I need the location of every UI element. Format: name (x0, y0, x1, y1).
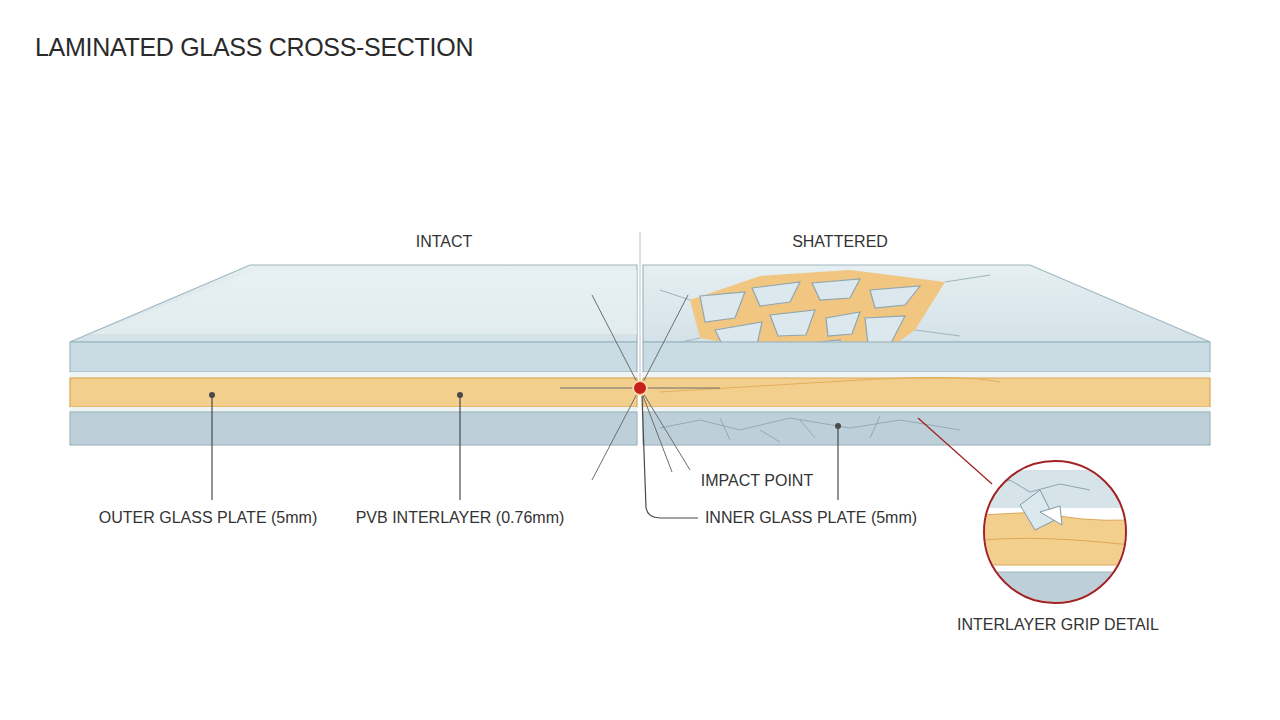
impact-point-marker (560, 295, 720, 480)
part-label: PVB INTERLAYER (0.76mm) (356, 509, 565, 527)
part-label: INNER GLASS PLATE (5mm) (705, 509, 917, 527)
impact-ray (640, 232, 641, 384)
intact-slab (70, 265, 637, 445)
state-label: INTACT (416, 233, 473, 251)
part-label: OUTER GLASS PLATE (5mm) (99, 509, 317, 527)
leader-dots (209, 392, 841, 429)
grip-detail (918, 418, 1130, 612)
state-label: SHATTERED (792, 233, 888, 251)
callout-label: IMPACT POINT (701, 472, 813, 490)
leader-lines (212, 395, 838, 518)
detail-label: INTERLAYER GRIP DETAIL (957, 616, 1159, 634)
shattered-slab (643, 265, 1210, 445)
diagram-title: LAMINATED GLASS CROSS-SECTION (35, 33, 473, 62)
